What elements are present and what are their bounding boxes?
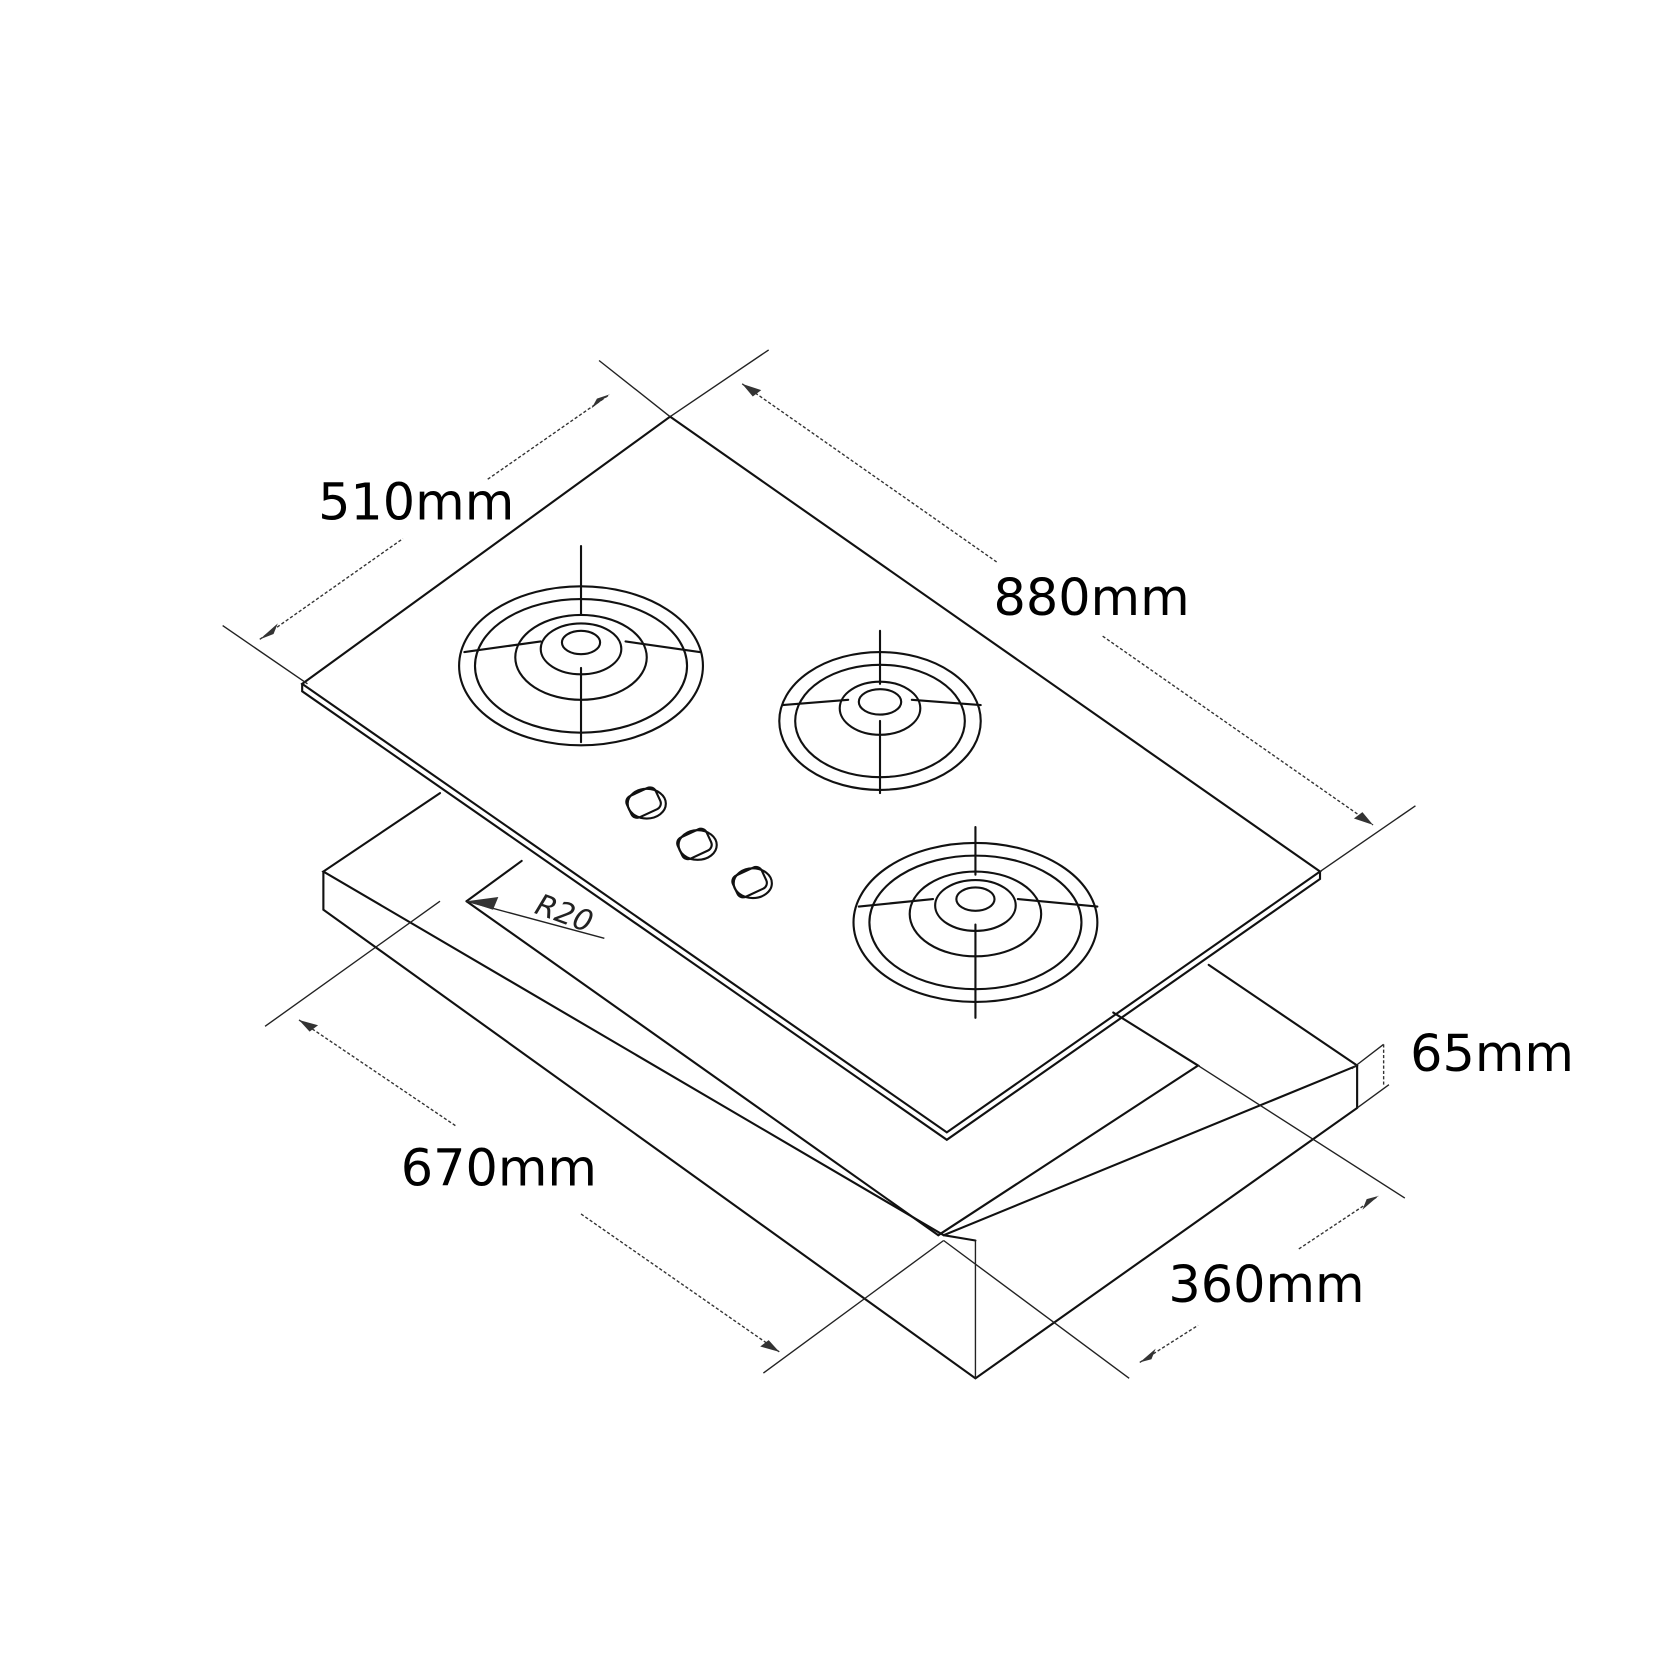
corner-radius-label: R20 bbox=[531, 886, 598, 939]
depth-label: 510mm bbox=[318, 474, 514, 533]
control-knobs bbox=[625, 786, 773, 900]
burner-large-front bbox=[852, 825, 1099, 1019]
knob-1 bbox=[625, 786, 667, 820]
burner-large-rear bbox=[458, 544, 705, 747]
burner-medium bbox=[778, 629, 982, 795]
dimension-lines bbox=[222, 349, 1416, 1379]
cutout-width-label: 670mm bbox=[401, 1139, 597, 1198]
height-label: 65mm bbox=[1410, 1025, 1574, 1084]
knob-3 bbox=[731, 865, 773, 900]
knob-2 bbox=[676, 827, 718, 861]
cutout-depth-label: 360mm bbox=[1168, 1256, 1364, 1315]
width-label: 880mm bbox=[993, 569, 1189, 628]
glass-top bbox=[300, 415, 1322, 1142]
